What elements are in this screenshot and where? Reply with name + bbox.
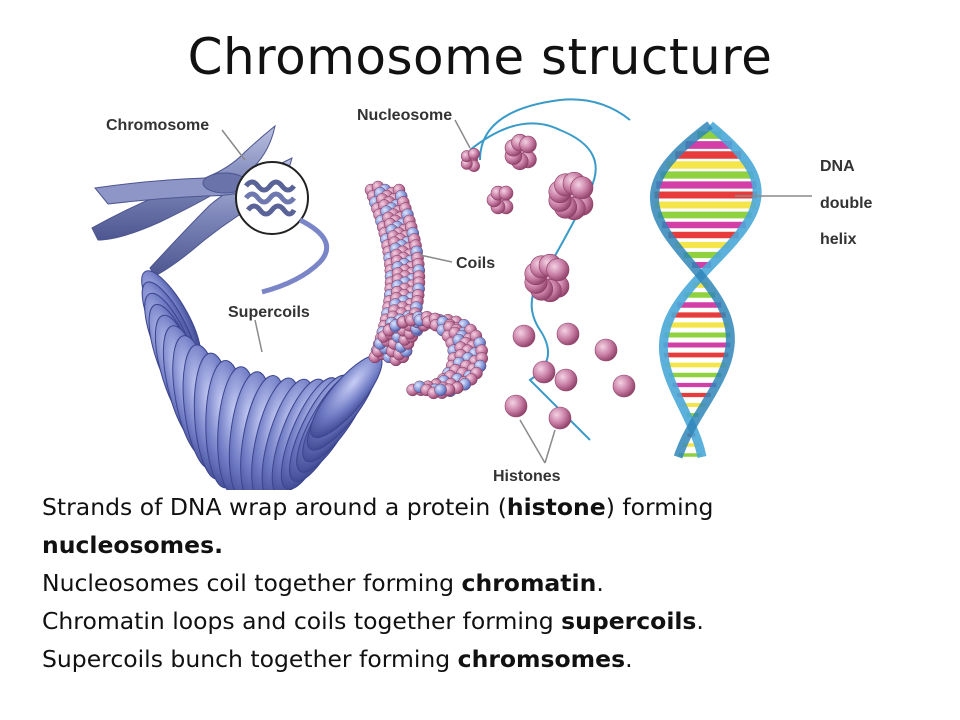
coil-figure [364, 180, 489, 400]
nucleosome-bead [519, 135, 537, 154]
helix-backbone [649, 121, 735, 459]
label-supercoils: Supercoils [228, 304, 310, 321]
nucleosome-bead [498, 185, 514, 201]
histone-sphere [612, 374, 636, 398]
text-line-3: Nucleosomes coil together forming chroma… [42, 569, 604, 597]
dna-linker-strand-top [479, 98, 631, 161]
label-chromosome: Chromosome [106, 117, 209, 134]
label-dna-line2: double [820, 195, 873, 212]
histone-sphere [548, 406, 572, 430]
label-histones: Histones [493, 468, 561, 485]
label-dna-line3: helix [820, 231, 857, 248]
chromatin-fiber [261, 217, 330, 295]
text-line-2: nucleosomes. [42, 531, 224, 559]
slide-title: Chromosome structure [187, 28, 773, 86]
dna-double-helix [649, 121, 762, 459]
histone-sphere [556, 322, 580, 346]
histone-sphere [554, 368, 578, 392]
nucleosome-bead [570, 176, 594, 200]
text-line-5: Supercoils bunch together forming chroms… [42, 645, 633, 673]
text-line-1: Strands of DNA wrap around a protein (hi… [42, 493, 714, 521]
explanation-text: Strands of DNA wrap around a protein (hi… [42, 488, 942, 678]
label-coils: Coils [456, 255, 495, 272]
nucleosome-bead [468, 147, 480, 160]
histone-sphere [594, 338, 618, 362]
helix-backbone [659, 121, 762, 458]
histone-sphere [532, 360, 556, 384]
chromosome-structure-diagram: Chromosome Nucleosome Coils Supercoils H… [91, 98, 873, 490]
text-line-4: Chromatin loops and coils together formi… [42, 607, 704, 635]
magnified-view-circle [235, 161, 309, 235]
nucleosome-clusters [460, 133, 594, 303]
label-nucleosome: Nucleosome [357, 107, 452, 124]
nucleosome-bead [546, 258, 570, 282]
label-leaders [221, 119, 812, 464]
free-histones [504, 322, 636, 430]
label-dna-line1: DNA [820, 158, 855, 175]
coil-bead [434, 383, 447, 397]
supercoil-figure [141, 270, 383, 490]
histone-sphere [504, 394, 528, 418]
histone-sphere [512, 324, 536, 348]
